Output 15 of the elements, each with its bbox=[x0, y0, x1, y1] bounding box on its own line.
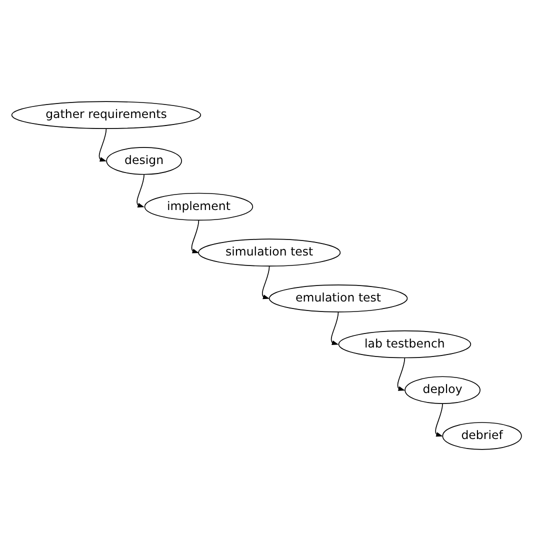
arrow bbox=[330, 312, 339, 345]
node-ellipse: lab testbench bbox=[338, 330, 472, 358]
node-ellipse: emulation test bbox=[268, 284, 408, 312]
node-ellipse: design bbox=[106, 147, 182, 175]
arrow bbox=[136, 174, 144, 208]
arrow bbox=[397, 358, 406, 391]
arrow bbox=[191, 220, 200, 254]
node-ellipse: deploy bbox=[404, 376, 480, 404]
node-ellipse: simulation test bbox=[198, 238, 341, 266]
node-ellipse: implement bbox=[144, 192, 254, 221]
node-ellipse: gather requirements bbox=[11, 101, 202, 129]
node-ellipse: debrief bbox=[442, 422, 522, 450]
arrow bbox=[435, 403, 443, 437]
arrow bbox=[98, 128, 107, 162]
arrow bbox=[262, 266, 270, 300]
